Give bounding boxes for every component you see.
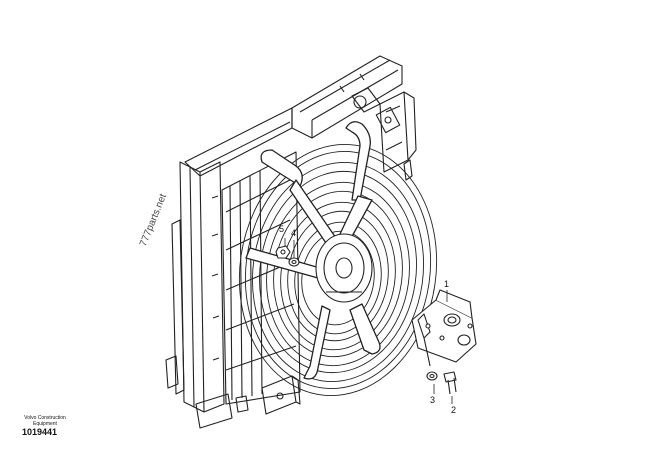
callout-2: 2 (451, 405, 457, 415)
washer-item-3 (426, 371, 438, 381)
callout-5: 5 (279, 224, 285, 234)
hydraulic-motor (411, 289, 477, 367)
leader-lines (284, 238, 453, 404)
radiator-core (221, 151, 301, 405)
fastener-washer (288, 257, 300, 267)
brand-logo: Volvo Construction Equipment (20, 415, 70, 427)
bottom-brackets (195, 375, 301, 429)
fan-hub (315, 233, 373, 303)
bolt-item-2 (443, 371, 457, 395)
frame-top (184, 55, 403, 177)
drawing-reference: 1019441 (22, 427, 58, 437)
callout-3: 3 (430, 395, 436, 405)
frame-left-post (165, 161, 225, 413)
callout-1: 1 (444, 279, 450, 289)
callout-4: 4 (291, 228, 297, 238)
frame-right (351, 87, 417, 181)
brand-line-2: Equipment (33, 421, 57, 427)
fastener-nut (275, 245, 291, 259)
brand-line-1: Volvo Construction (24, 415, 66, 421)
